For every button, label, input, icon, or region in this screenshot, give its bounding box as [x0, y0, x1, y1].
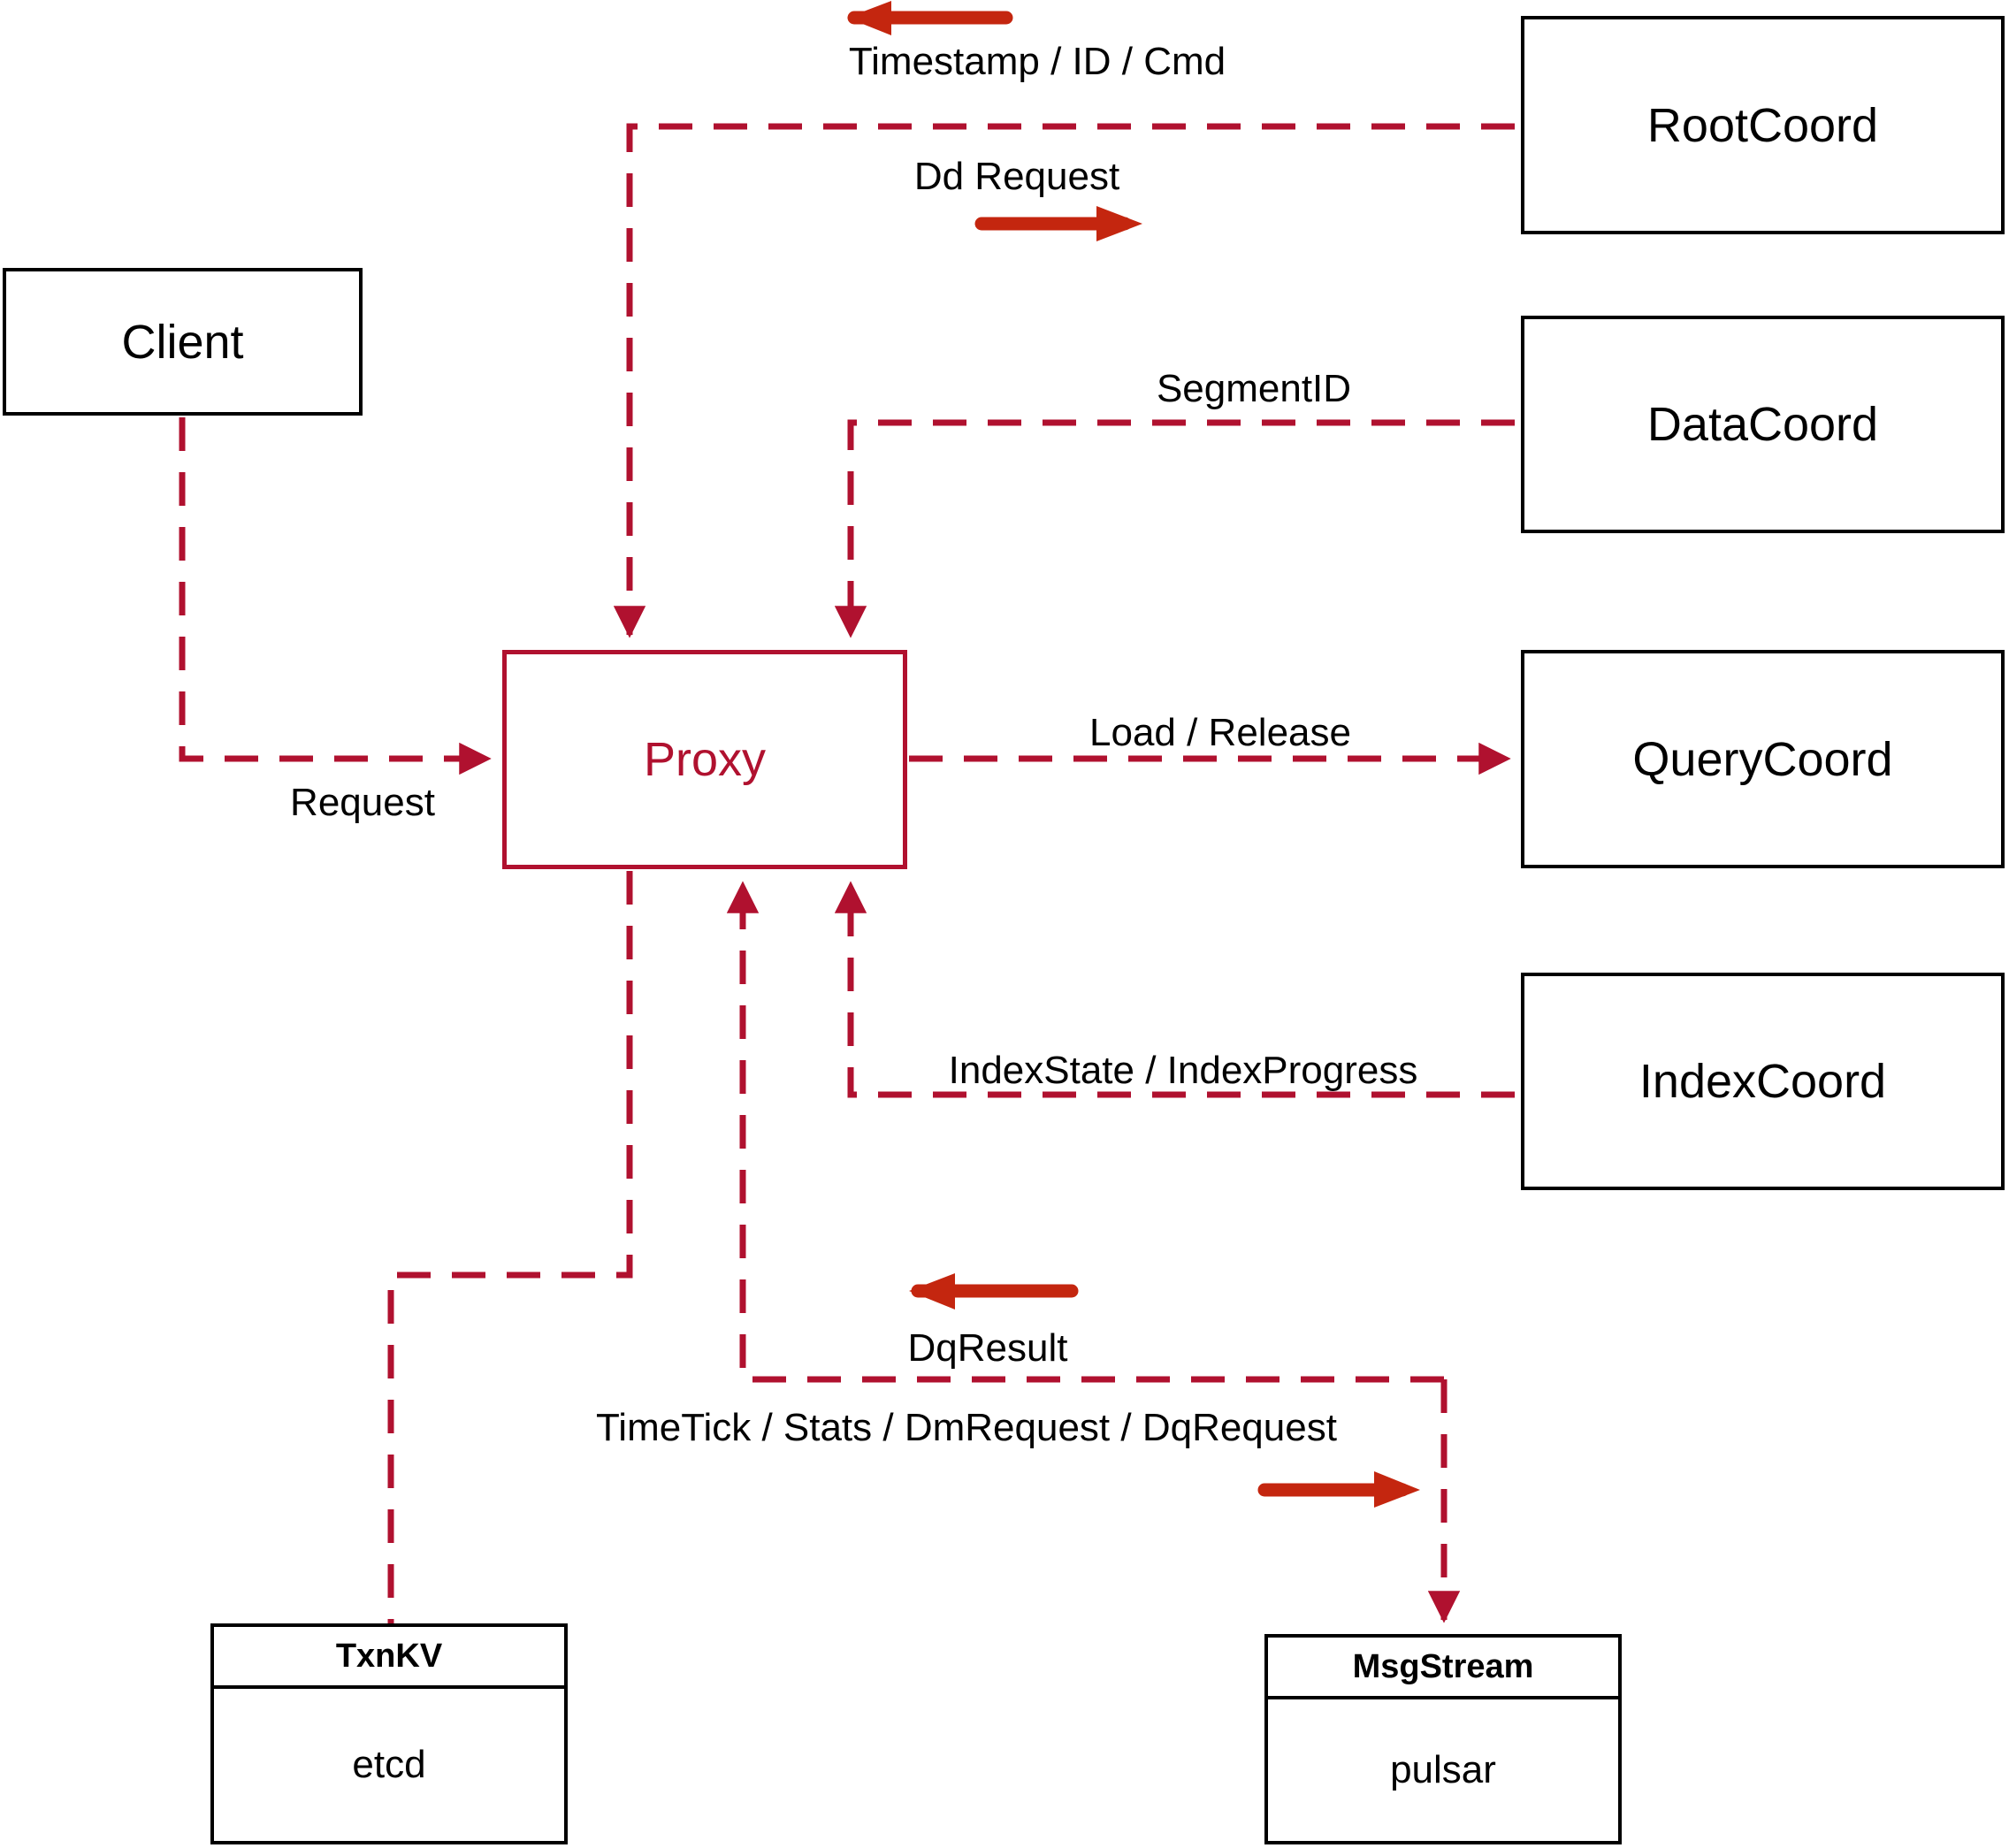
edge-label-indexstate-indexprogress: IndexState / IndexProgress [948, 1049, 1418, 1092]
edge-label-dqresult: DqResult [907, 1326, 1068, 1370]
node-txnkv-title: TxnKV [214, 1627, 564, 1689]
node-proxy[interactable]: Proxy [502, 650, 907, 869]
edge-label-load-release: Load / Release [1089, 711, 1351, 754]
annotation-arrow-dqresult [909, 1273, 1079, 1310]
annotation-arrow-ddrequest [974, 206, 1142, 241]
edge-msgstream-to-proxy [726, 881, 1444, 1383]
edge-label-timetick-stats-dmrequest-dqrequest: TimeTick / Stats / DmRequest / DqRequest [596, 1406, 1337, 1449]
annotation-arrow-dqrequest [1257, 1471, 1420, 1508]
node-msgstream-title: MsgStream [1268, 1638, 1618, 1699]
node-indexcoord-label: IndexCoord [1639, 1055, 1887, 1108]
node-txnkv[interactable]: TxnKV etcd [210, 1623, 568, 1844]
node-client-label: Client [121, 315, 244, 369]
node-rootcoord[interactable]: RootCoord [1521, 16, 2005, 234]
edge-indexcoord-to-proxy [834, 881, 1515, 1098]
node-querycoord-label: QueryCoord [1632, 732, 1893, 786]
node-indexcoord[interactable]: IndexCoord [1521, 973, 2005, 1190]
edge-client-to-proxy [179, 417, 492, 775]
node-client[interactable]: Client [3, 268, 363, 416]
node-datacoord[interactable]: DataCoord [1521, 316, 2005, 533]
edge-rootcoord-to-proxy [613, 123, 1515, 638]
edge-label-segmentid: SegmentID [1156, 367, 1352, 410]
node-msgstream[interactable]: MsgStream pulsar [1264, 1634, 1622, 1844]
node-querycoord[interactable]: QueryCoord [1521, 650, 2005, 868]
edge-label-dd-request: Dd Request [913, 155, 1120, 198]
annotation-arrow-timestamp [847, 1, 1013, 35]
node-rootcoord-label: RootCoord [1646, 98, 1879, 152]
node-proxy-label: Proxy [643, 733, 767, 786]
node-txnkv-impl: etcd [352, 1743, 426, 1786]
node-datacoord-label: DataCoord [1646, 398, 1879, 451]
node-msgstream-impl: pulsar [1390, 1748, 1496, 1791]
edge-label-request: Request [290, 781, 435, 824]
edge-datacoord-to-proxy [834, 419, 1515, 638]
edge-proxy-to-txnkv [387, 871, 633, 1623]
edge-label-timestamp-id-cmd: Timestamp / ID / Cmd [848, 40, 1226, 83]
